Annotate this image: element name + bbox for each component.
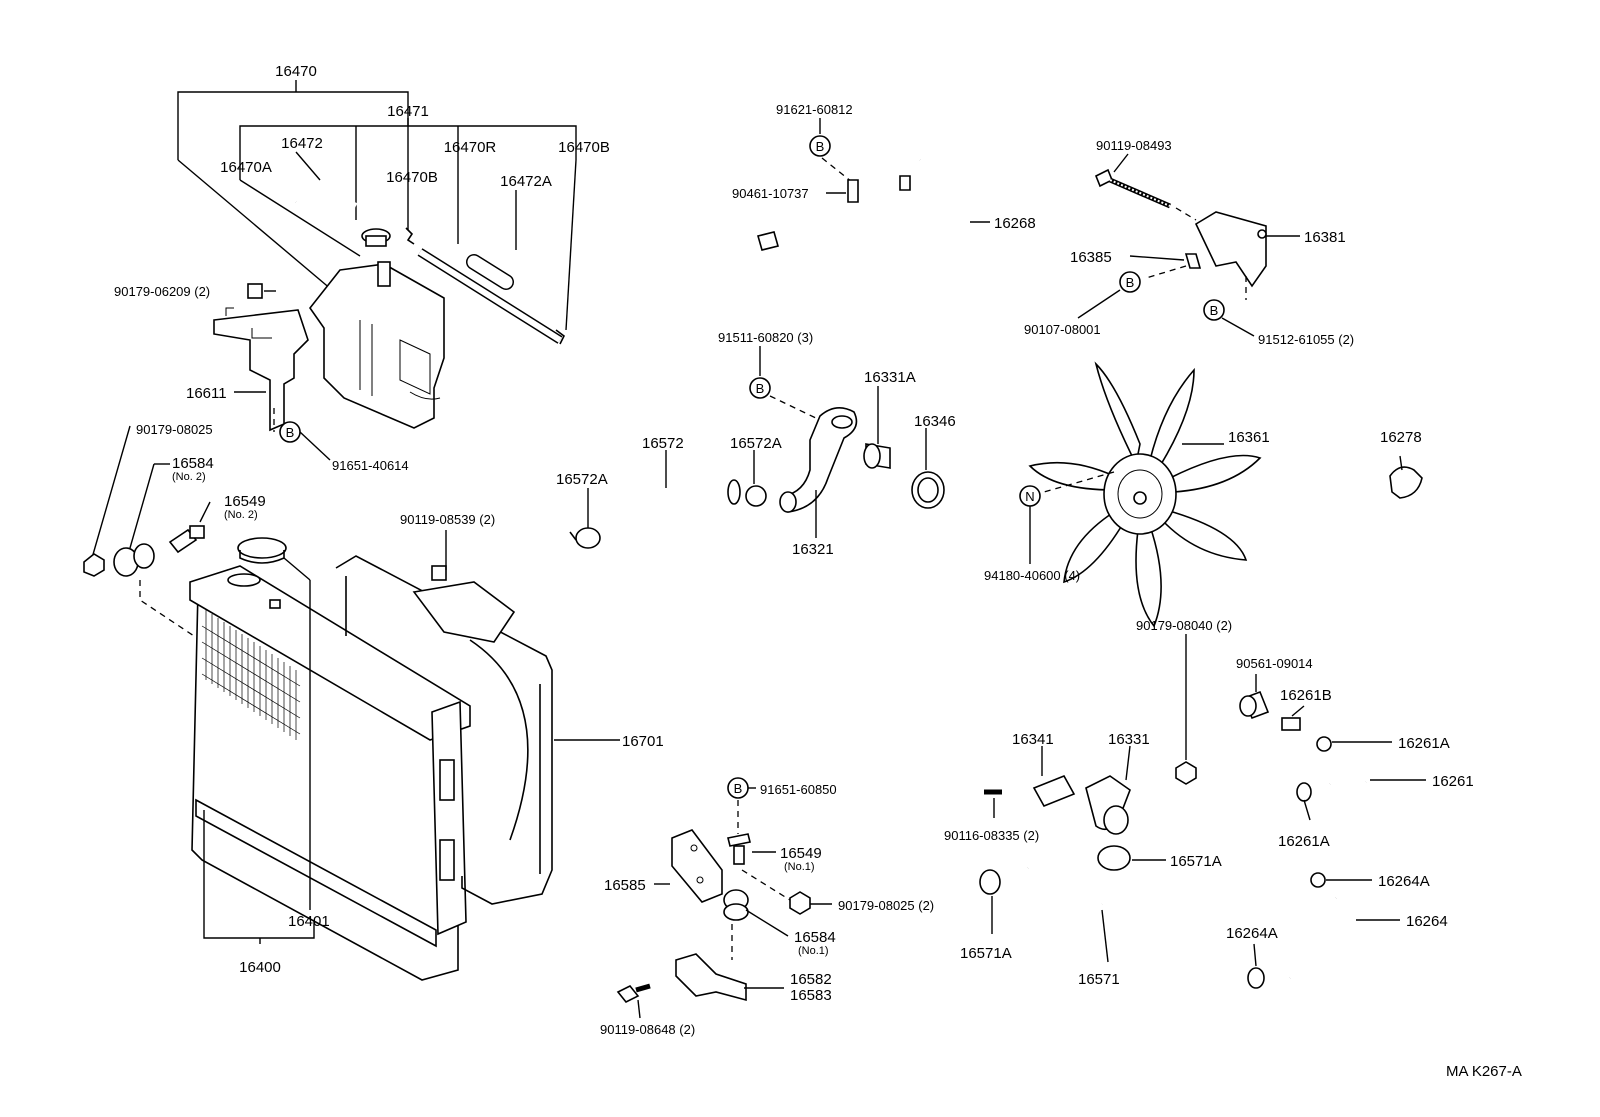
hose-16572-group: B xyxy=(569,346,945,549)
label-91512-61055: 91512-61055 (2) xyxy=(1258,332,1354,347)
label-16472A: 16472A xyxy=(500,173,552,190)
label-16471: 16471 xyxy=(387,103,429,120)
label-91511-60820: 91511-60820 (3) xyxy=(718,330,813,345)
label-16278: 16278 xyxy=(1380,429,1422,446)
label-16571: 16571 xyxy=(1078,971,1120,988)
bypass-hose-group xyxy=(979,634,1426,989)
label-90179-06209: 90179-06209 (2) xyxy=(114,284,210,299)
label-16361: 16361 xyxy=(1228,429,1270,446)
marker-n: N xyxy=(1025,489,1034,504)
lower-bracket-group: B xyxy=(616,777,832,1019)
reservoir-group: B xyxy=(177,80,577,461)
label-16261: 16261 xyxy=(1432,773,1474,790)
label-90116-08335: 90116-08335 (2) xyxy=(944,828,1039,843)
figure-code: MA K267-A xyxy=(1446,1063,1522,1080)
label-16701: 16701 xyxy=(622,733,664,750)
label-16261A-top: 16261A xyxy=(1398,735,1450,752)
label-16261A-bottom: 16261A xyxy=(1278,833,1330,850)
fan-blades xyxy=(1028,361,1262,628)
label-16572A-top: 16572A xyxy=(730,435,782,452)
radiator-group xyxy=(83,425,620,981)
label-90179-08040: 90179-08040 (2) xyxy=(1136,618,1232,633)
label-16572A-left: 16572A xyxy=(556,471,608,488)
radiator-core-grid xyxy=(201,610,301,740)
marker-b: B xyxy=(1126,275,1135,290)
label-16549-no1-sub: (No.1) xyxy=(784,861,815,873)
label-16470B: 16470B xyxy=(386,169,438,186)
marker-b: B xyxy=(816,139,825,154)
label-16470B-right: 16470B xyxy=(558,139,610,156)
label-16470: 16470 xyxy=(275,63,317,80)
label-16584-no2-sub: (No. 2) xyxy=(172,471,206,483)
label-16341: 16341 xyxy=(1012,731,1054,748)
marker-b: B xyxy=(286,425,295,440)
bracket-fan-group: B B N xyxy=(1019,153,1423,628)
label-94180-40600: 94180-40600 (4) xyxy=(984,568,1080,583)
label-16549-no2: 16549 xyxy=(224,493,266,510)
marker-b: B xyxy=(756,381,765,396)
label-16381: 16381 xyxy=(1304,229,1346,246)
label-90179-08025: 90179-08025 xyxy=(136,422,213,437)
label-16585: 16585 xyxy=(604,877,646,894)
label-91621-60812: 91621-60812 xyxy=(776,102,853,117)
label-16470A: 16470A xyxy=(220,159,272,176)
label-16400: 16400 xyxy=(239,959,281,976)
marker-b: B xyxy=(734,781,743,796)
label-90179-08025-2: 90179-08025 (2) xyxy=(838,898,934,913)
part-labels: 16470 16471 16472 16470R 16470B 16470A 1… xyxy=(114,63,1522,1080)
label-90461-10737: 90461-10737 xyxy=(732,186,809,201)
label-16261B: 16261B xyxy=(1280,687,1332,704)
pipe-16268-group: B xyxy=(757,118,990,251)
label-90561-09014: 90561-09014 xyxy=(1236,656,1313,671)
label-16611: 16611 xyxy=(186,385,227,402)
label-16549-no2-sub: (No. 2) xyxy=(224,509,258,521)
label-16331A: 16331A xyxy=(864,369,916,386)
label-90119-08648: 90119-08648 (2) xyxy=(600,1022,695,1037)
label-16584-no2: 16584 xyxy=(172,455,214,472)
label-16470R: 16470R xyxy=(444,139,497,156)
label-91651-60850: 91651-60850 xyxy=(760,782,837,797)
label-16582: 16582 xyxy=(790,971,832,988)
label-16571A-left: 16571A xyxy=(960,945,1012,962)
label-90119-08539: 90119-08539 (2) xyxy=(400,512,495,527)
label-90107-08001: 90107-08001 xyxy=(1024,322,1101,337)
label-91651-40614: 91651-40614 xyxy=(332,458,409,473)
label-16264: 16264 xyxy=(1406,913,1448,930)
label-16472: 16472 xyxy=(281,135,323,152)
label-16583: 16583 xyxy=(790,987,832,1004)
label-16584-no1: 16584 xyxy=(794,929,836,946)
label-16584-no1-sub: (No.1) xyxy=(798,945,829,957)
label-16331: 16331 xyxy=(1108,731,1150,748)
label-90119-08493: 90119-08493 xyxy=(1096,138,1172,153)
marker-b: B xyxy=(1210,303,1219,318)
label-16401: 16401 xyxy=(288,913,330,930)
label-16264A-top: 16264A xyxy=(1378,873,1430,890)
label-16268: 16268 xyxy=(994,215,1036,232)
label-16549-no1: 16549 xyxy=(780,845,822,862)
label-16346: 16346 xyxy=(914,413,956,430)
label-16572: 16572 xyxy=(642,435,684,452)
label-16264A-left: 16264A xyxy=(1226,925,1278,942)
label-16321: 16321 xyxy=(792,541,834,558)
label-16571A-right: 16571A xyxy=(1170,853,1222,870)
label-16385: 16385 xyxy=(1070,249,1112,266)
